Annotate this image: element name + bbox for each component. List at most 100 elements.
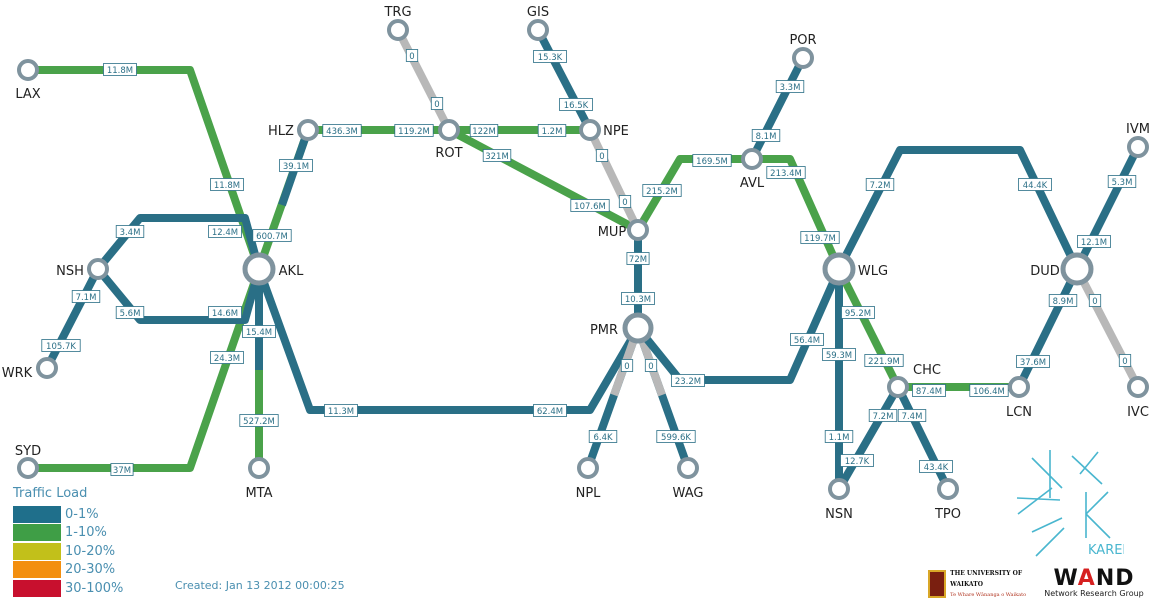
node-circle[interactable] <box>1060 252 1094 286</box>
node-chc[interactable]: CHC <box>887 363 941 398</box>
link-label: 95.2M <box>841 306 875 319</box>
legend-label: 10-20% <box>65 543 116 559</box>
link-label-text: 221.9M <box>868 357 900 367</box>
node-circle[interactable] <box>87 258 109 280</box>
link-label-box <box>595 149 609 162</box>
node-nsh[interactable]: NSH <box>56 258 109 280</box>
node-avl[interactable]: AVL <box>740 148 765 191</box>
link-label-box <box>671 374 705 387</box>
link-label-box <box>822 348 856 361</box>
link-label-text: 0 <box>624 362 629 372</box>
link-label-box <box>322 124 362 137</box>
link-nsh-akl-top <box>94 214 263 272</box>
link-label-box <box>1018 178 1052 191</box>
node-nsn[interactable]: NSN <box>825 478 853 522</box>
link-label-text: 0 <box>1122 357 1127 367</box>
link-label-box <box>41 339 81 352</box>
node-wrk[interactable]: WRK <box>2 357 58 381</box>
link-label: 436.3M <box>322 124 362 137</box>
node-npe[interactable]: NPE <box>579 119 629 141</box>
node-hlz[interactable]: HLZ <box>268 119 319 141</box>
link-label-box <box>110 463 134 476</box>
link-label: 59.3M <box>822 348 856 361</box>
node-circle[interactable] <box>937 478 959 500</box>
node-tpo[interactable]: TPO <box>934 478 961 522</box>
node-circle[interactable] <box>577 457 599 479</box>
node-circle[interactable] <box>36 357 58 379</box>
node-circle[interactable] <box>242 252 276 286</box>
node-circle[interactable] <box>1008 376 1030 398</box>
node-circle[interactable] <box>1127 376 1149 398</box>
link-label: 12.4M <box>208 225 242 238</box>
node-rot[interactable]: ROT <box>435 119 463 161</box>
link-label-text: 56.4M <box>794 336 820 346</box>
node-label: POR <box>789 33 816 48</box>
node-circle[interactable] <box>677 457 699 479</box>
node-circle[interactable] <box>17 59 39 81</box>
node-wlg[interactable]: WLG <box>822 252 888 286</box>
link-label-box <box>800 231 840 244</box>
node-por[interactable]: POR <box>789 33 817 69</box>
link-label-box <box>239 414 279 427</box>
link-label: 107.6M <box>570 199 610 212</box>
node-mta[interactable]: MTA <box>245 457 273 501</box>
node-circle[interactable] <box>792 47 814 69</box>
node-circle[interactable] <box>822 252 856 286</box>
link-label-text: 24.3M <box>214 354 240 364</box>
link-label: 0 <box>1088 294 1102 307</box>
node-circle[interactable] <box>579 119 601 141</box>
node-trg[interactable]: TRG <box>383 5 412 41</box>
link-label: 0 <box>644 359 658 372</box>
node-circle[interactable] <box>622 312 654 344</box>
node-ivm[interactable]: IVM <box>1126 122 1150 158</box>
node-circle[interactable] <box>627 219 649 241</box>
link-dud-ivc <box>1073 267 1142 389</box>
node-lcn[interactable]: LCN <box>1006 376 1032 420</box>
node-circle[interactable] <box>887 376 909 398</box>
node-ivc[interactable]: IVC <box>1127 376 1149 420</box>
link-label-text: 11.8M <box>214 181 240 191</box>
node-circle[interactable] <box>387 19 409 41</box>
node-dud[interactable]: DUD <box>1030 252 1094 286</box>
node-syd[interactable]: SYD <box>15 444 41 479</box>
link-label: 56.4M <box>790 333 824 346</box>
link-label: 600.7M <box>252 229 292 242</box>
waikato-crest-icon <box>928 570 947 598</box>
link-label: 8.1M <box>751 129 781 142</box>
node-label: NSH <box>56 264 84 279</box>
node-circle[interactable] <box>248 457 270 479</box>
node-circle[interactable] <box>1127 136 1149 158</box>
link-label: 119.2M <box>394 124 434 137</box>
link-chc-nsn <box>835 384 902 492</box>
node-circle[interactable] <box>527 19 549 41</box>
node-circle[interactable] <box>17 457 39 479</box>
link-nsh-wrk <box>43 267 102 370</box>
node-label: TPO <box>934 507 961 522</box>
node-npl[interactable]: NPL <box>576 457 602 501</box>
link-label: 169.5M <box>692 154 732 167</box>
node-gis[interactable]: GIS <box>527 5 549 41</box>
node-akl[interactable]: AKL <box>242 252 304 286</box>
link-label: 3.4M <box>115 225 145 238</box>
legend-label: 20-30% <box>65 562 116 578</box>
link-label-box <box>626 252 650 265</box>
node-circle[interactable] <box>438 119 460 141</box>
link-label-box <box>912 384 946 397</box>
node-circle[interactable] <box>741 148 763 170</box>
link-label: 215.2M <box>642 184 682 197</box>
node-circle[interactable] <box>828 478 850 500</box>
legend-label: 30-100% <box>65 580 124 596</box>
node-mup[interactable]: MUP <box>598 219 649 241</box>
link-label-text: 3.4M <box>120 228 141 238</box>
link-label-box <box>751 129 781 142</box>
node-label: LCN <box>1006 405 1032 420</box>
node-lax[interactable]: LAX <box>15 59 41 102</box>
link-label-box <box>868 409 898 422</box>
link-label-text: 37M <box>113 466 131 476</box>
node-circle[interactable] <box>297 119 319 141</box>
link-label: 119.7M <box>800 231 840 244</box>
node-wag[interactable]: WAG <box>673 457 704 501</box>
link-label-box <box>1016 355 1050 368</box>
link-label-box <box>208 306 242 319</box>
node-pmr[interactable]: PMR <box>590 312 654 344</box>
